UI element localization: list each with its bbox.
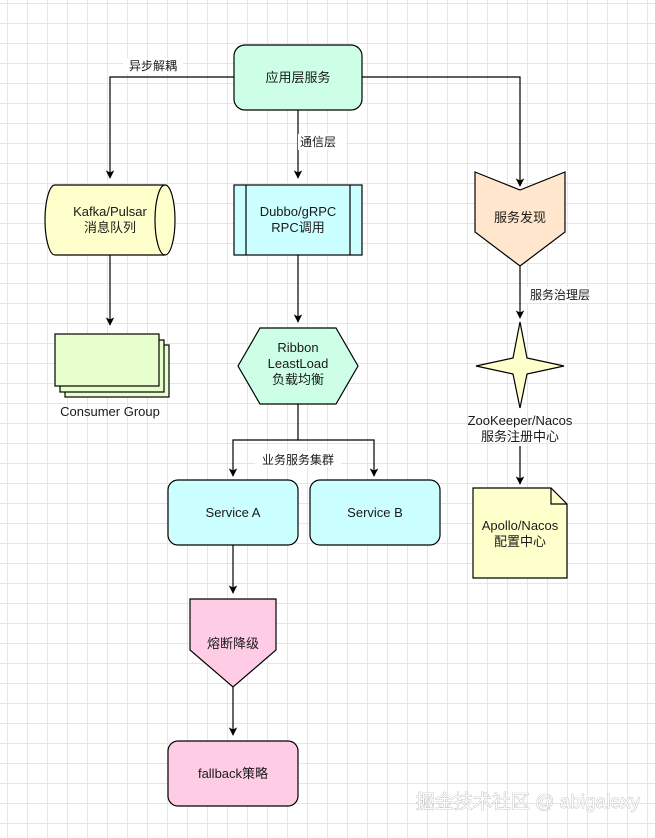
node-kafka-queue-line1: Kafka/Pulsar <box>73 204 147 219</box>
node-registry-line1: ZooKeeper/Nacos <box>468 413 573 428</box>
edge-ribbon-to-service-b <box>298 439 379 477</box>
node-fallback-strategy[interactable]: fallback策略 <box>167 740 299 807</box>
node-kafka-queue[interactable]: Kafka/Pulsar 消息队列 <box>44 184 176 256</box>
edge-app-to-discovery <box>362 76 525 187</box>
node-service-b[interactable]: Service B <box>309 479 441 546</box>
node-dubbo-rpc-line1: Dubbo/gRPC <box>260 204 337 219</box>
edge-label-bg <box>298 134 346 150</box>
node-circuit-breaker-label: 熔断降级 <box>207 636 259 651</box>
node-circuit-breaker[interactable]: 熔断降级 <box>189 598 277 688</box>
node-fallback-strategy-label: fallback策略 <box>198 766 268 781</box>
edge-label-governance: 服务治理层 <box>530 287 590 302</box>
node-kafka-queue-line2: 消息队列 <box>84 220 136 235</box>
node-service-discovery[interactable]: 服务发现 <box>474 171 566 267</box>
edge-ribbon-to-service-a <box>228 404 299 477</box>
edge-label-bg <box>123 58 183 74</box>
node-registry-line2: 服务注册中心 <box>481 429 559 444</box>
node-consumer-group-label: Consumer Group <box>60 404 160 419</box>
node-config-center-line1: Apollo/Nacos <box>482 518 559 533</box>
node-service-discovery-label: 服务发现 <box>494 210 546 225</box>
node-ribbon-line1: Ribbon <box>277 340 318 355</box>
node-service-a-label: Service A <box>206 505 261 520</box>
edge-label-bg <box>527 287 599 303</box>
node-service-a[interactable]: Service A <box>167 479 299 546</box>
edge-app-to-kafka <box>105 76 234 179</box>
node-ribbon-line2: LeastLoad <box>268 356 329 371</box>
watermark-text: 掘金技术社区 @ abigalexy <box>416 791 641 813</box>
edge-label-cluster: 业务服务集群 <box>262 452 334 467</box>
edge-label-bg <box>255 451 341 467</box>
node-config-center-line2: 配置中心 <box>494 534 546 549</box>
node-app-service[interactable]: 应用层服务 <box>233 44 363 111</box>
node-ribbon-load-balancer[interactable]: Ribbon LeastLoad 负载均衡 <box>237 327 359 405</box>
node-registry-center[interactable] <box>475 321 565 409</box>
node-app-service-label: 应用层服务 <box>265 70 330 85</box>
node-config-center[interactable]: Apollo/Nacos 配置中心 <box>472 487 568 579</box>
edge-label-async: 异步解耦 <box>129 59 177 73</box>
node-ribbon-line3: 负载均衡 <box>272 372 324 387</box>
node-dubbo-rpc[interactable]: Dubbo/gRPC RPC调用 <box>233 184 363 256</box>
node-dubbo-rpc-line2: RPC调用 <box>271 220 324 235</box>
node-consumer-group[interactable]: Consumer Group <box>54 333 170 419</box>
edge-label-comm: 通信层 <box>300 135 336 149</box>
node-service-b-label: Service B <box>347 505 403 520</box>
